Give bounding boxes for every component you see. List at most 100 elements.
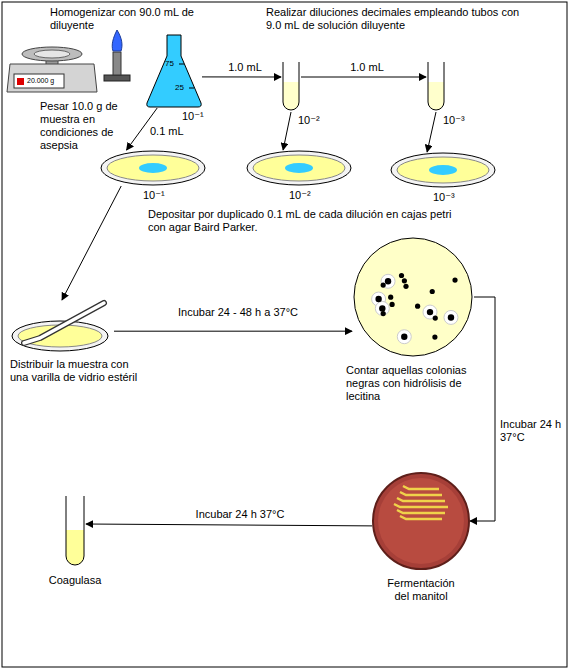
tube-liquid	[283, 82, 299, 110]
flask-mark	[179, 64, 184, 65]
flask: Homogenizar con 90.0 mL de diluyente7525…	[146, 34, 202, 108]
coagulase-tube: Coagulasa	[64, 496, 86, 566]
black-colony	[452, 277, 457, 282]
burner-base	[104, 75, 130, 81]
yellow-streaks	[394, 486, 448, 519]
edge-label: 1.0 mL	[340, 61, 394, 74]
edge-label: 0.1 mL	[148, 125, 192, 138]
agar-plate	[373, 473, 469, 569]
petri-dish-shape	[390, 152, 496, 188]
agar-inner	[378, 478, 464, 564]
spread-plate-shape	[10, 300, 114, 352]
dilution-tube-shape	[281, 62, 301, 112]
petri-dish: 10⁻²	[246, 150, 352, 186]
mannitol-streak	[400, 516, 442, 519]
dilution-tube: 10⁻²	[281, 62, 301, 112]
agar	[107, 155, 199, 181]
node-text: Pesar 10.0 g de muestra en condiciones d…	[40, 100, 130, 152]
black-colony	[403, 284, 408, 289]
lecithin-halo	[444, 310, 458, 324]
agar	[253, 155, 345, 181]
tube-liquid	[66, 530, 84, 565]
black-colony	[379, 305, 385, 311]
inoculum	[429, 165, 457, 175]
black-colony	[433, 315, 438, 320]
node-text: 25	[175, 83, 189, 92]
edge-label: Incubar 24 - 48 h a 37°C	[146, 306, 330, 319]
black-colony	[415, 304, 420, 309]
node-caption: Fermentación del manitol	[385, 577, 457, 603]
mannitol-streak	[397, 498, 445, 501]
pan-ring	[34, 50, 70, 58]
agar-plate	[354, 238, 472, 356]
black-colony	[401, 334, 407, 340]
glass-rod	[24, 303, 104, 343]
node-caption: 10⁻²	[298, 114, 328, 127]
node-caption: Distribuir la muestra con una varilla de…	[10, 358, 145, 384]
flask-shape	[146, 34, 202, 108]
balance-body	[7, 64, 97, 92]
flow-arrow	[86, 524, 372, 526]
lecithin-halo	[381, 274, 395, 288]
mannitol-plate-shape	[372, 472, 470, 570]
black-colony	[389, 302, 394, 307]
dish-rim	[391, 153, 495, 187]
mannitol-streak	[400, 492, 442, 495]
bunsen-burner	[104, 30, 130, 81]
coagulase-tube-shape	[64, 496, 86, 566]
dilution-tube: 10⁻³	[426, 62, 446, 112]
balance-display	[14, 74, 64, 88]
node-caption: 10⁻¹	[143, 189, 173, 202]
test-tube	[66, 496, 84, 565]
petri-dish: 10⁻³	[390, 152, 496, 188]
node-caption: 10⁻³	[443, 114, 473, 127]
node-caption: Contar aquellas colonias negras con hidr…	[346, 364, 484, 403]
node-caption: 10⁻²	[289, 189, 319, 202]
tube-liquid	[428, 82, 444, 110]
flow-arrow	[202, 76, 281, 77]
black-colony	[430, 289, 435, 294]
instruction-note: Realizar diluciones decimales empleando …	[266, 6, 524, 32]
display-led	[17, 78, 24, 85]
flow-arrow	[470, 297, 495, 521]
edge-label: 1.0 mL	[218, 61, 272, 74]
burner-flame	[112, 30, 122, 51]
flow-arrow	[301, 77, 426, 78]
test-tube	[283, 62, 299, 110]
glass-rod-outline	[24, 303, 104, 343]
black-colony	[432, 334, 437, 339]
black-colony	[399, 273, 404, 278]
lecithin-halo	[397, 330, 411, 344]
agar	[397, 157, 489, 183]
balance-shape	[6, 42, 98, 94]
node-caption: Homogenizar con 90.0 mL de diluyente	[50, 6, 208, 32]
balance: 20.000 gPesar 10.0 g de muestra en condi…	[6, 42, 98, 94]
black-colony	[381, 311, 386, 316]
mannitol-streak	[397, 510, 445, 513]
black-colony	[427, 309, 433, 315]
test-tube	[428, 62, 444, 110]
flow-arrow	[283, 112, 291, 150]
erlenmeyer-flask	[147, 35, 201, 107]
black-colony	[381, 283, 386, 288]
node-caption: Coagulasa	[40, 574, 110, 587]
colony-plate-shape	[352, 236, 474, 358]
burner-barrel	[113, 52, 121, 75]
node-text: 75	[165, 59, 179, 68]
black-colony	[385, 278, 391, 284]
flow-arrow	[114, 331, 352, 332]
edge-label: Incubar 24 h 37°C	[178, 508, 302, 521]
node-caption: 10⁻³	[433, 191, 463, 204]
black-colony	[402, 278, 407, 283]
flow-arrow	[427, 112, 436, 152]
flow-arrow	[62, 186, 121, 300]
black-colony	[388, 295, 393, 300]
mannitol-streak	[403, 486, 439, 489]
colonies	[372, 273, 458, 344]
inoculum	[139, 163, 167, 173]
instruction-note: Depositar por duplicado 0.1 mL de cada d…	[148, 208, 468, 234]
node-caption: 20.000 g	[27, 77, 61, 85]
